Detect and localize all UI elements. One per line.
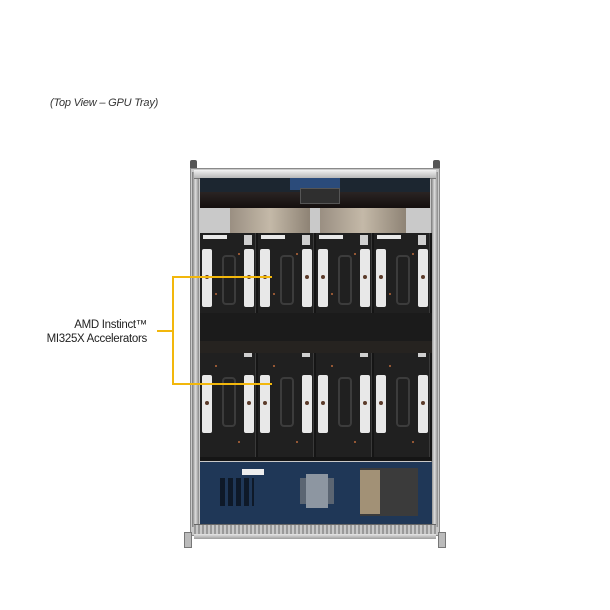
- pcie-slot: [360, 470, 380, 514]
- board-label: [242, 469, 264, 475]
- gpu-module: [316, 345, 372, 457]
- tray-post-left: [190, 160, 197, 172]
- metal-plate-left: [230, 208, 310, 234]
- front-board: [200, 462, 432, 524]
- metal-plate-right: [320, 208, 406, 234]
- center-connector-row: [200, 341, 432, 353]
- tray-post-right: [433, 160, 440, 172]
- front-panel: [194, 534, 436, 539]
- gpu-module: [200, 345, 256, 457]
- front-ear-left: [184, 532, 192, 548]
- gpu-module: [374, 345, 430, 457]
- front-vent-rail: [194, 524, 436, 535]
- board-component-grid: [220, 478, 254, 506]
- board-heatsink-top: [306, 474, 328, 508]
- callout-stub-line: [157, 330, 174, 332]
- rear-board: [290, 178, 340, 190]
- front-ear-right: [438, 532, 446, 548]
- figure-caption: (Top View – GPU Tray): [50, 97, 159, 109]
- gpu-module: [258, 345, 314, 457]
- center-bracket: [300, 188, 340, 204]
- callout-arm-top: [172, 276, 272, 278]
- callout-label-line1: AMD Instinct™: [74, 319, 147, 331]
- center-divider: [200, 313, 432, 341]
- callout-arm-bottom: [172, 383, 272, 385]
- left-rail: [192, 172, 199, 527]
- callout-bracket-vertical: [172, 277, 174, 385]
- callout-label-line2: MI325X Accelerators: [46, 333, 148, 345]
- right-rail: [431, 172, 438, 527]
- callout-label: AMD Instinct™ MI325X Accelerators: [46, 318, 148, 346]
- gpu-tray-image: [184, 160, 446, 548]
